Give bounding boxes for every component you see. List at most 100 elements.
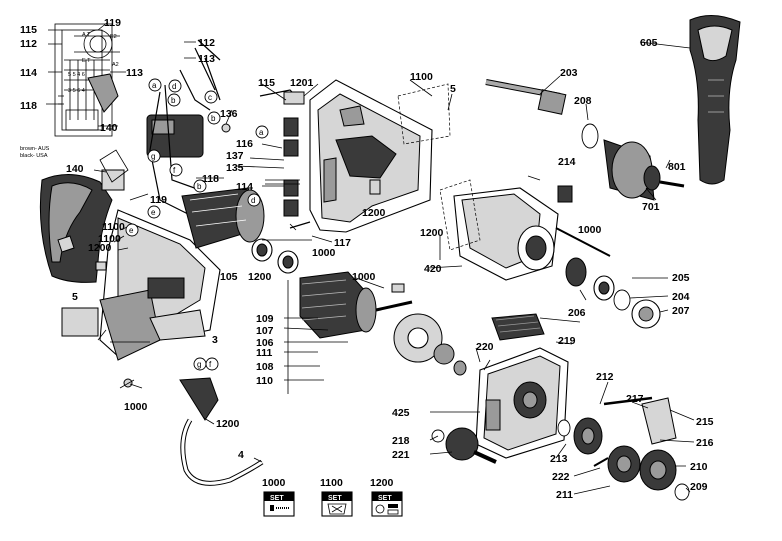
label-110: 110 [256, 375, 273, 387]
label-137: 137 [226, 150, 244, 162]
label-105: 105 [220, 271, 238, 283]
label-1200-gearbox: 1200 [420, 227, 444, 239]
gear-case [475, 347, 569, 459]
label-a2: A2 [112, 62, 119, 68]
label-207: 207 [672, 305, 690, 317]
set-legend: 1000 SET 1100 SET 1200 SET [262, 477, 403, 517]
connector-a2: a [259, 128, 264, 137]
label-211: 211 [556, 489, 573, 501]
leader-lines [46, 21, 695, 495]
gear-housing-half [309, 79, 451, 233]
label-119-top: 119 [104, 17, 121, 29]
connector-b: b [171, 96, 176, 105]
field-stator [181, 187, 273, 262]
label-605: 605 [640, 37, 658, 49]
label-3: 3 [212, 334, 218, 346]
set-badge-1200: SET [378, 495, 392, 502]
label-208: 208 [574, 95, 592, 107]
label-221: 221 [392, 449, 410, 461]
label-425: 425 [392, 407, 410, 419]
label-114-mid: 114 [236, 181, 253, 193]
label-209: 209 [690, 481, 708, 493]
label-112-wires: 112 [198, 37, 215, 49]
label-219: 219 [558, 335, 576, 347]
label-112-top: 112 [20, 38, 37, 50]
label-420: 420 [424, 263, 442, 275]
set-legend-1000: 1000 SET [262, 477, 295, 517]
set-number-1100: 1100 [320, 477, 343, 489]
label-108: 108 [256, 361, 274, 373]
terminal-et-label: E T [82, 58, 91, 64]
label-1000-armature: 1000 [352, 271, 376, 283]
set-badge-1100: SET [328, 495, 342, 502]
connector-c: c [208, 93, 212, 102]
power-cable [119, 377, 264, 486]
label-1000-brush: 1000 [312, 247, 336, 259]
label-119-mid: 119 [150, 194, 167, 206]
label-116: 116 [236, 138, 253, 150]
wiring-schematic: A T E T 5 5 4 6 3 5 6 4 brown- AUS black… [20, 23, 120, 159]
rear-handle [39, 149, 129, 283]
connector-e2: e [151, 208, 156, 217]
label-206: 206 [568, 307, 586, 319]
label-4: 4 [238, 449, 244, 461]
label-140-top: 140 [100, 122, 118, 134]
connector-letters: a d c b b g f b e a d g f e [129, 81, 264, 369]
connector-d: d [172, 82, 176, 91]
label-217: 217 [626, 393, 644, 405]
label-1200-housing: 1200 [362, 207, 386, 219]
label-140-handle: 140 [66, 163, 84, 175]
terminal-at-label: A T [82, 32, 91, 38]
label-118-mid: 118 [202, 173, 219, 185]
connector-g2: g [197, 360, 201, 369]
label-109: 109 [256, 313, 274, 325]
label-222: 222 [552, 471, 570, 483]
label-220: 220 [476, 341, 494, 353]
label-136: 136 [220, 108, 238, 120]
label-1200-cable: 1200 [216, 418, 240, 430]
label-214: 214 [558, 156, 576, 168]
connector-b3: b [197, 182, 202, 191]
terminal-numbers-label: 5 5 4 6 [68, 72, 85, 78]
connector-markers [125, 78, 269, 371]
label-107: 107 [256, 325, 274, 337]
label-114-top: 114 [20, 67, 37, 79]
label-113-top: 113 [126, 67, 143, 79]
label-111: 111 [256, 347, 273, 359]
label-106: 106 [256, 337, 274, 349]
set-legend-1200: 1200 SET [370, 477, 403, 517]
spindle-and-chuck [485, 79, 685, 203]
label-5-top: 5 [450, 83, 456, 95]
label-212: 212 [596, 371, 614, 383]
connector-f: f [173, 166, 176, 175]
label-1100-handle-a: 1100 [102, 221, 125, 233]
label-218: 218 [392, 435, 410, 447]
label-e2: E2 [110, 34, 117, 40]
label-135: 135 [226, 162, 244, 174]
set-legend-1100: 1100 SET [320, 477, 353, 517]
gear-switch-knob [491, 313, 545, 341]
label-1100-housing: 1100 [410, 71, 433, 83]
label-115-brush: 115 [258, 77, 275, 89]
label-118-top: 118 [20, 100, 37, 112]
label-205: 205 [672, 272, 690, 284]
label-117: 117 [334, 237, 351, 249]
label-1000-bottom: 1000 [124, 401, 148, 413]
wire-note-line2: black- USA [20, 153, 48, 159]
connector-g: g [151, 152, 155, 161]
label-203: 203 [560, 67, 578, 79]
side-handle [689, 15, 741, 185]
brush-holders [259, 89, 311, 229]
label-215: 215 [696, 416, 714, 428]
label-801: 801 [668, 161, 686, 173]
label-216: 216 [696, 437, 714, 449]
gear-train [431, 396, 690, 501]
label-113-wires: 113 [198, 53, 215, 65]
motor-housing-shell [61, 209, 221, 361]
connector-a: a [152, 81, 157, 90]
label-1100-handle-b: 1100 [98, 233, 121, 245]
connector-e: e [129, 226, 134, 235]
label-701: 701 [642, 201, 660, 213]
